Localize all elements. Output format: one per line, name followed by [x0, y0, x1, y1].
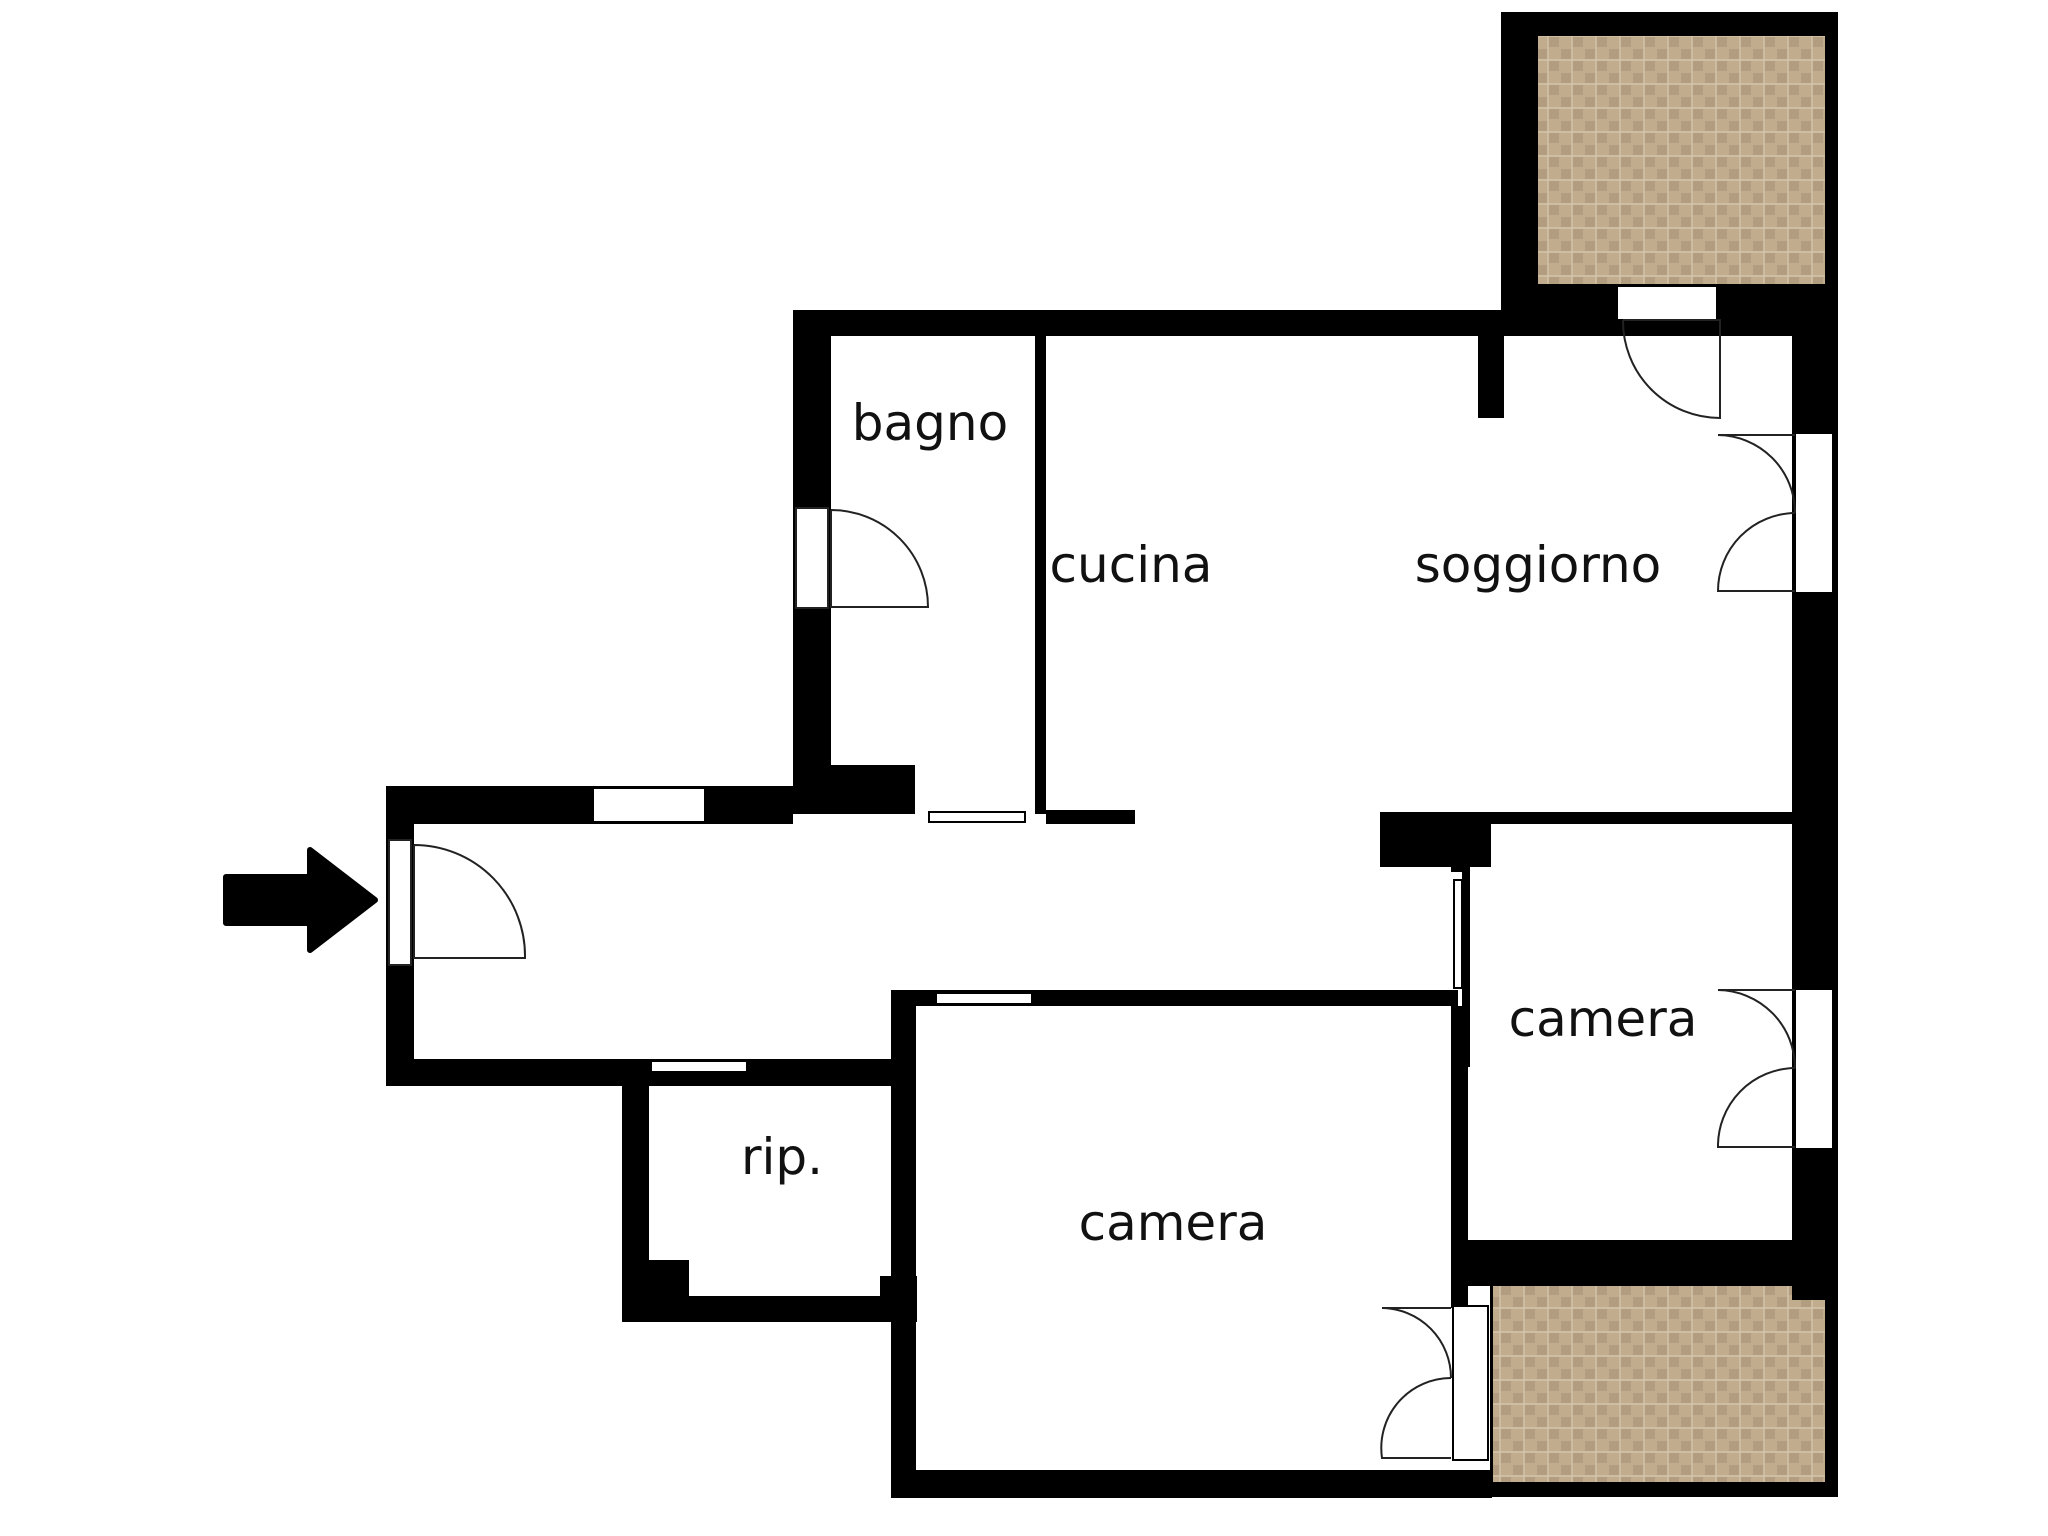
- doors: [388, 319, 1796, 1459]
- room-label-rip: rip.: [741, 1128, 823, 1186]
- terrace-top: [1501, 12, 1838, 300]
- bagno-door-swing: [830, 509, 930, 608]
- camera-right-window-door-right: [1716, 1067, 1796, 1148]
- room-label-bagno: bagno: [852, 394, 1008, 452]
- room-label-camera-bottom: camera: [1079, 1194, 1268, 1252]
- camera-bottom-door-top: [1381, 1307, 1452, 1379]
- entrance-arrow-icon: [223, 847, 378, 953]
- bagno-door: [795, 507, 829, 609]
- entrance-door: [388, 839, 412, 966]
- windows: [592, 285, 1834, 1461]
- soggiorno-window-door-right: [1716, 512, 1796, 592]
- room-label-soggiorno: soggiorno: [1415, 536, 1662, 594]
- soggiorno-terrace-door-swing: [1621, 319, 1721, 420]
- room-label-camera-right: camera: [1509, 990, 1698, 1048]
- camera-right-window-door-left: [1717, 989, 1796, 1069]
- camera-bottom-door-bottom: [1380, 1377, 1452, 1459]
- room-label-cucina: cucina: [1050, 536, 1213, 594]
- entrance-door-swing: [413, 844, 527, 959]
- soggiorno-window-door-left: [1717, 434, 1796, 514]
- terrace-bottom: [1490, 1282, 1838, 1497]
